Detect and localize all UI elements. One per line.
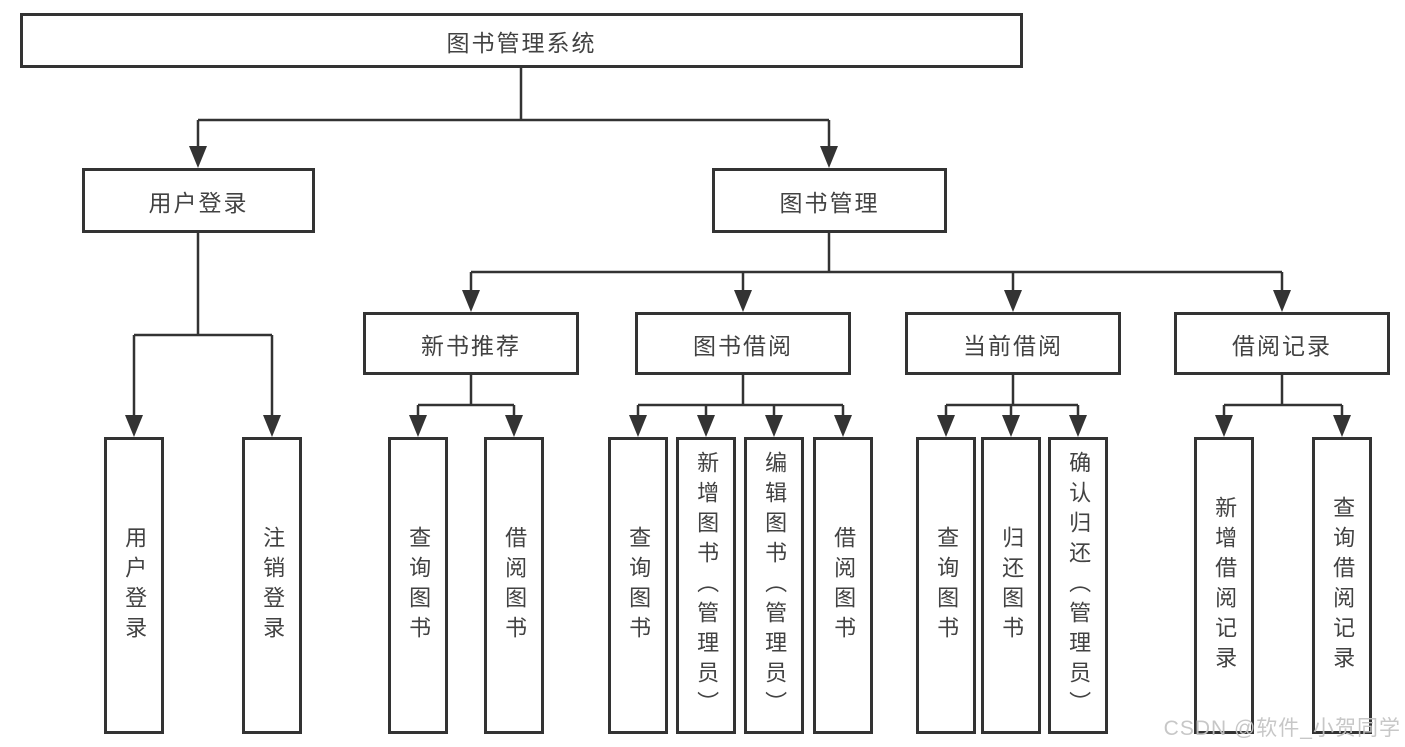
node-user-login: 用户登录 xyxy=(82,168,315,233)
leaf-label: 新增图书（管理员） xyxy=(694,450,720,721)
node-label: 图书借阅 xyxy=(693,332,793,359)
leaf-label: 借阅图书 xyxy=(831,525,857,646)
node-label: 图书管理 xyxy=(779,189,880,216)
node-label: 用户登录 xyxy=(148,189,249,216)
leaf-edit-book-admin: 编辑图书（管理员） xyxy=(744,437,804,734)
node-label: 新书推荐 xyxy=(421,332,521,359)
leaf-label: 归还图书 xyxy=(999,525,1025,646)
leaf-confirm-return-admin: 确认归还（管理员） xyxy=(1048,437,1108,734)
leaf-label: 查询图书 xyxy=(626,525,652,646)
arrowheads xyxy=(125,146,1351,437)
connector-lines xyxy=(132,68,1344,418)
leaf-label: 查询图书 xyxy=(406,525,432,646)
leaf-return-books: 归还图书 xyxy=(981,437,1041,734)
node-label: 借阅记录 xyxy=(1232,332,1332,359)
leaf-label: 注销登录 xyxy=(260,525,286,646)
leaf-query-books-recommend: 查询图书 xyxy=(388,437,448,734)
node-label: 当前借阅 xyxy=(963,332,1063,359)
node-book-management: 图书管理 xyxy=(712,168,947,233)
leaf-label: 编辑图书（管理员） xyxy=(762,450,788,721)
leaf-label: 查询借阅记录 xyxy=(1330,495,1356,676)
node-new-book-recommend: 新书推荐 xyxy=(363,312,579,375)
leaf-query-books-current: 查询图书 xyxy=(916,437,976,734)
leaf-borrow-books-recommend: 借阅图书 xyxy=(484,437,544,734)
node-library-management-system: 图书管理系统 xyxy=(20,13,1023,68)
leaf-label: 查询图书 xyxy=(934,525,960,646)
leaf-user-login: 用户登录 xyxy=(104,437,164,734)
node-current-borrow: 当前借阅 xyxy=(905,312,1121,375)
leaf-label: 确认归还（管理员） xyxy=(1066,450,1092,721)
leaf-label: 用户登录 xyxy=(122,525,148,646)
leaf-label: 新增借阅记录 xyxy=(1212,495,1238,676)
leaf-label: 借阅图书 xyxy=(502,525,528,646)
leaf-borrow-books: 借阅图书 xyxy=(813,437,873,734)
node-borrow-records: 借阅记录 xyxy=(1174,312,1390,375)
node-label: 图书管理系统 xyxy=(446,29,597,56)
node-book-borrow: 图书借阅 xyxy=(635,312,851,375)
leaf-add-book-admin: 新增图书（管理员） xyxy=(676,437,736,734)
leaf-add-borrow-record: 新增借阅记录 xyxy=(1194,437,1254,734)
csdn-watermark: CSDN @软件_小贺同学 xyxy=(1163,717,1401,740)
leaf-query-borrow-record: 查询借阅记录 xyxy=(1312,437,1372,734)
leaf-query-books-borrow: 查询图书 xyxy=(608,437,668,734)
leaf-logout: 注销登录 xyxy=(242,437,302,734)
